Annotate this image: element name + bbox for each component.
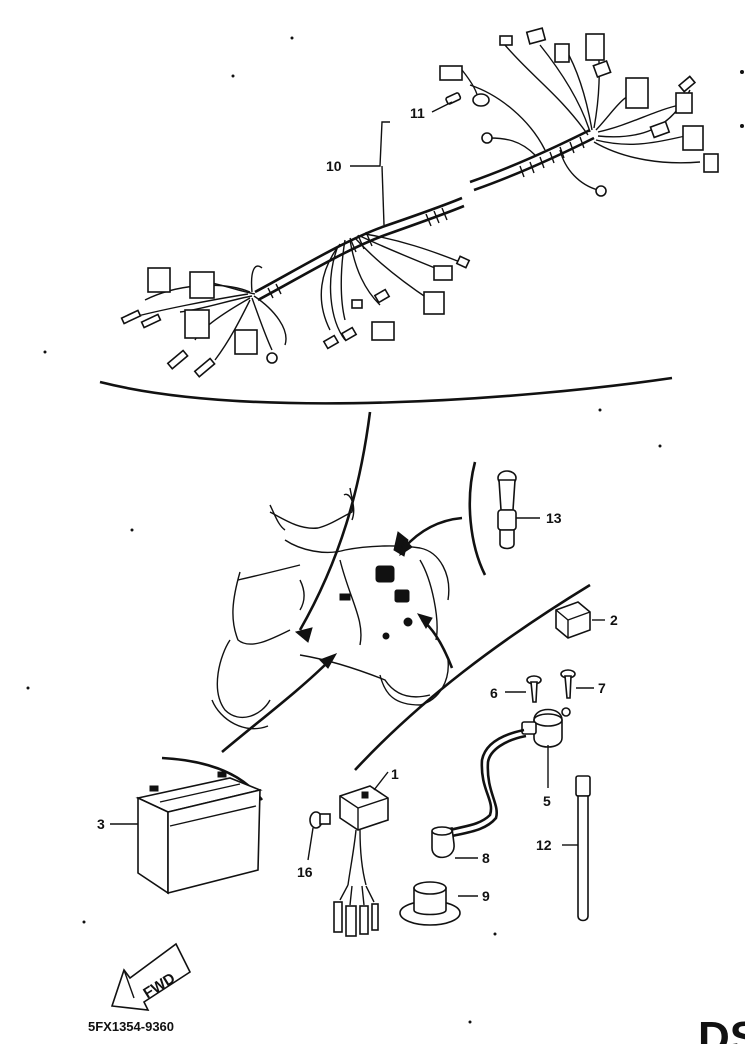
part-3-battery [110,771,263,895]
callout-5: 5 [543,793,551,809]
callout-13: 13 [546,510,562,526]
divider-13-curve [468,461,487,576]
part-2-relay [555,601,605,639]
part-5-ignition-coil [521,707,571,788]
part-8-spark-plug-cap [431,728,527,859]
callout-10: 10 [326,158,342,174]
corner-mark: DS [698,1013,745,1044]
callout-1: 1 [391,766,399,782]
part-1-igniter-unit [333,771,389,937]
wire-harness [120,27,719,378]
callout-3: 3 [97,816,105,832]
callout-7: 7 [598,680,606,696]
part-16-bolt [307,811,331,861]
section-divider [99,376,673,405]
divider-left-curve [298,411,372,631]
scan-dots [26,36,744,1024]
location-arrows [221,516,463,753]
leader-10 [350,121,390,167]
callout-6: 6 [490,685,498,701]
drawing-code: 5FX1354-9360 [88,1019,174,1034]
leader-11 [431,101,453,113]
callout-8: 8 [482,850,490,866]
part-13-switch [497,470,540,550]
callout-12: 12 [536,837,552,853]
part-6-screw [505,675,542,703]
callout-11: 11 [410,105,425,121]
fwd-arrow: FWD [110,942,192,1011]
callout-16: 16 [297,864,313,880]
callout-2: 2 [610,612,618,628]
part-7-screw [560,669,594,699]
divider-right-curve [354,583,591,771]
part-9-boot [399,881,478,926]
motorcycle-outline [211,487,450,730]
part-12-cable-tie [562,775,591,922]
callout-9: 9 [482,888,490,904]
